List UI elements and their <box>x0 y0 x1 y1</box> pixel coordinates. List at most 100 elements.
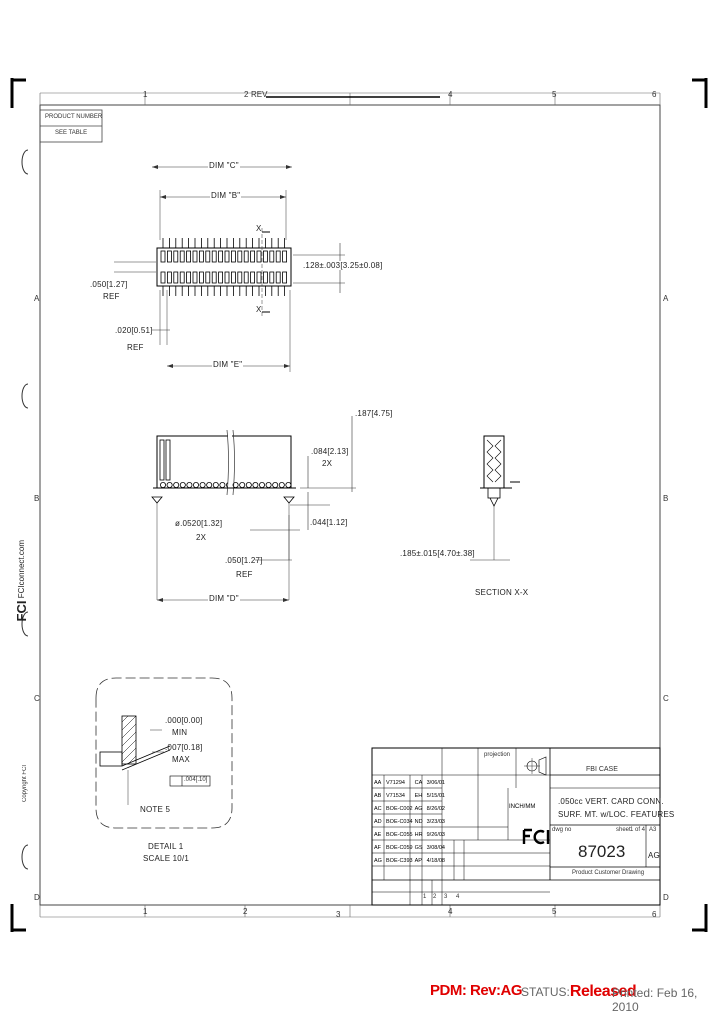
pitch-dim: .050[1.27] <box>90 280 128 289</box>
col-label: 5 <box>552 907 557 916</box>
pitch-bottom-ref: REF <box>236 570 253 579</box>
copyright-label: Copyright FCI <box>22 765 28 803</box>
revision-letter: AD <box>374 818 382 825</box>
rev-value: AG <box>648 851 660 860</box>
pdm-revision: PDM: Rev:AG <box>430 982 523 999</box>
printed-date: Printed: Feb 16, 2010 <box>612 986 698 1014</box>
flatness-tolerance: .004[.10] <box>184 777 208 783</box>
projection-label: projection <box>484 752 511 758</box>
revision-date: 8/26/02 <box>426 805 445 812</box>
fci-website: FCI FCIconnect.com <box>14 540 29 622</box>
section-height-dim: .185±.015[4.70±.38] <box>400 549 475 558</box>
revision-letter: AE <box>374 831 382 838</box>
revision-ecn: BOE-C034 <box>386 818 413 825</box>
revision-ecn: V71294 <box>386 779 405 786</box>
revision-letter: AC <box>374 805 382 812</box>
revision-date: 5/15/01 <box>426 792 445 799</box>
sheet-num: 1 <box>423 894 427 900</box>
revision-date: 3/08/04 <box>426 844 445 851</box>
pitch-bottom-dim: .050[1.27] <box>225 556 263 565</box>
detail-dim-b: .007[0.18] <box>165 743 203 752</box>
col-label: 2 <box>244 90 249 99</box>
product-number-label: PRODUCT NUMBER <box>45 114 103 120</box>
revision-letter: AA <box>374 779 382 786</box>
col-label: 1 <box>143 90 148 99</box>
revision-ecn: V71534 <box>386 792 405 799</box>
row-label: C <box>663 694 669 703</box>
row-label: C <box>34 694 40 703</box>
revision-date: 3/23/03 <box>426 818 445 825</box>
detail-title: DETAIL 1 <box>148 842 184 851</box>
status-value: Released <box>569 983 637 1000</box>
tail-len-dim: .044[1.12] <box>310 518 348 527</box>
sheet-num: 4 <box>456 894 460 900</box>
status-label: STATUS: <box>521 985 570 999</box>
dim-d-label: DIM "D" <box>208 594 240 603</box>
part-code: FBI CASE <box>586 766 618 773</box>
section-title: SECTION X-X <box>475 588 529 597</box>
drawing-type: Product Customer Drawing <box>572 870 645 876</box>
tail-height-dim: .084[2.13] <box>311 447 349 456</box>
offset-dim: .020[0.51] <box>115 326 153 335</box>
dwg-no-label: dwg no <box>552 827 572 833</box>
dim-c-label: DIM "C" <box>208 161 240 170</box>
revision-ecn: BOE-C393 <box>386 857 413 864</box>
size-value: A3 <box>649 827 657 833</box>
col-label: 4 <box>448 90 453 99</box>
row-label: A <box>663 294 669 303</box>
tail-height-qty: 2X <box>322 459 333 468</box>
description-line1: .050cc VERT. CARD CONN. <box>558 797 664 806</box>
revision-by: HR <box>414 831 423 838</box>
revision-letter: AF <box>374 844 382 851</box>
col-label: 6 <box>652 90 657 99</box>
revision-by: ND <box>414 818 423 825</box>
sheet-value: 1 of 4 <box>630 827 646 833</box>
dim-e-label: DIM "E" <box>212 360 244 369</box>
revision-date: 9/26/03 <box>426 831 445 838</box>
revision-ecn: BOE-C059 <box>386 844 413 851</box>
diameter-dim: ø.0520[1.32] <box>175 519 223 528</box>
detail-dim-a: .000[0.00] <box>165 716 203 725</box>
revision-by: EH <box>414 792 423 799</box>
revision-date: 3/06/01 <box>426 779 445 786</box>
revision-ecn: BOE-C002 <box>386 805 413 812</box>
row-label: B <box>34 494 40 503</box>
row-spacing-dim: .128±.003[3.25±0.08] <box>303 261 383 270</box>
row-label: D <box>34 893 40 902</box>
revision-date: 4/18/08 <box>426 857 445 864</box>
revision-letter: AB <box>374 792 382 799</box>
revision-by: CA <box>414 779 423 786</box>
description-line2: SURF. MT. w/LOC. FEATURES <box>558 810 675 819</box>
row-label: B <box>663 494 669 503</box>
offset-ref: REF <box>127 343 144 352</box>
sheet-label: sheet <box>616 827 631 833</box>
detail-max: MAX <box>172 755 190 764</box>
section-mark-bottom: X <box>256 305 262 314</box>
rev-mark: REV <box>251 90 268 99</box>
revision-by: GS <box>414 844 423 851</box>
see-table-label: SEE TABLE <box>55 130 88 136</box>
row-label: A <box>34 294 40 303</box>
height-dim: .187[4.75] <box>355 409 393 418</box>
col-label: 2 <box>243 907 248 916</box>
col-label: 1 <box>143 907 148 916</box>
dim-b-label: DIM "B" <box>210 191 242 200</box>
col-label: 3 <box>336 910 341 919</box>
detail-min: MIN <box>172 728 188 737</box>
sheet-num: 2 <box>433 894 437 900</box>
section-mark-top: X <box>256 224 262 233</box>
status: STATUS:Released <box>521 983 637 1001</box>
col-label: 6 <box>652 910 657 919</box>
revision-by: AP <box>414 857 422 864</box>
col-label: 5 <box>552 90 557 99</box>
row-label: D <box>663 893 669 902</box>
